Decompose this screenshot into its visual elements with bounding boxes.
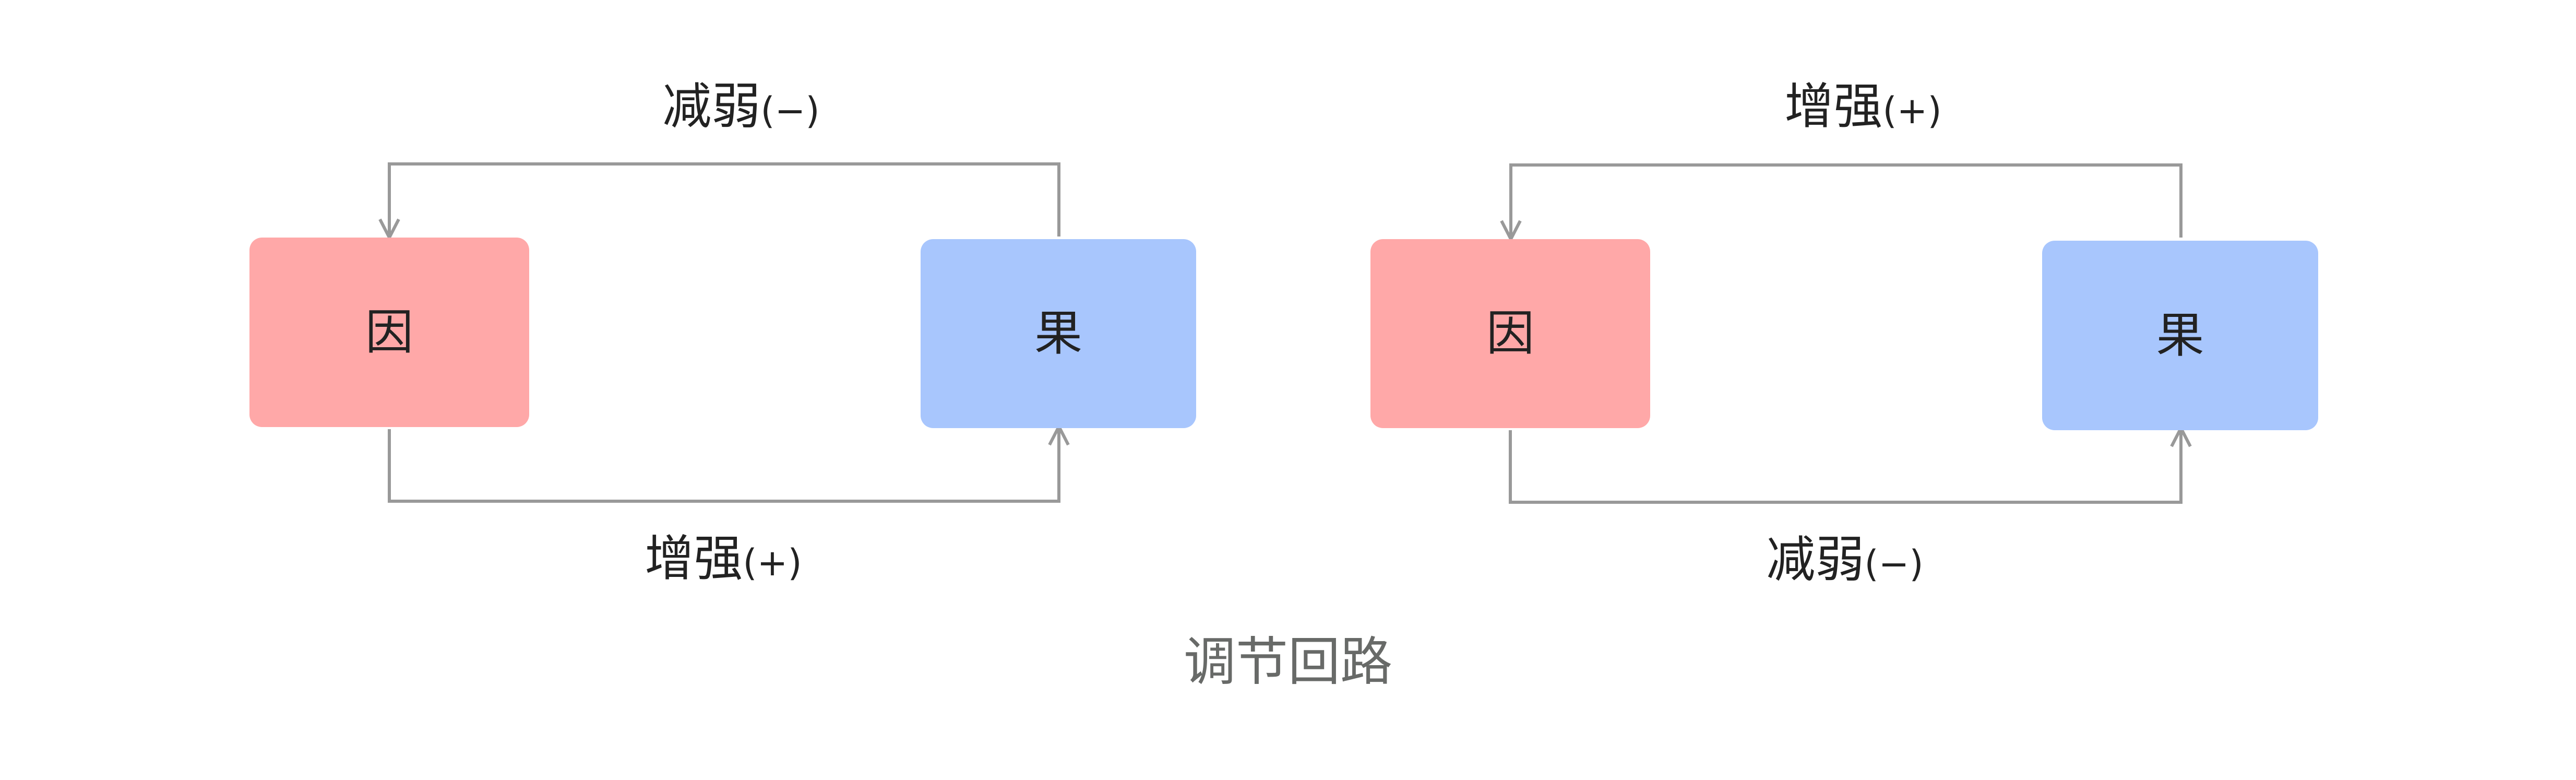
edge-label-d1-top-text: 减弱: [662, 78, 761, 135]
effect-node-2: 果: [2042, 241, 2318, 430]
cause-node-1: 因: [249, 238, 529, 427]
connector-d1-bottom: [388, 429, 1060, 503]
effect-node-1: 果: [921, 239, 1196, 428]
edge-label-d2-top-text: 增强: [1784, 78, 1883, 135]
connector-d2-bottom: [1509, 430, 2183, 504]
edge-label-d2-top-sign: (+): [1882, 89, 1942, 132]
edge-label-d2-bottom: 减弱(−): [1766, 536, 1923, 585]
connector-d1-top: [388, 162, 1060, 237]
effect-node-1-label: 果: [1034, 305, 1082, 361]
cause-node-1-label: 因: [365, 304, 413, 360]
edge-label-d2-bottom-sign: (−): [1864, 542, 1924, 585]
connector-d2-top: [1509, 163, 2183, 238]
edge-label-d1-bottom-sign: (+): [743, 541, 802, 584]
edge-label-d1-top: 减弱(−): [662, 82, 819, 132]
cause-node-2: 因: [1370, 239, 1650, 428]
edge-label-d2-top: 增强(+): [1784, 82, 1941, 132]
edge-label-d1-bottom: 增强(+): [645, 535, 802, 584]
effect-node-2-label: 果: [2156, 307, 2204, 363]
edge-label-d1-top-sign: (−): [760, 89, 820, 132]
cause-node-2-label: 因: [1486, 305, 1534, 361]
edge-label-d1-bottom-text: 增强: [645, 530, 743, 587]
edge-label-d2-bottom-text: 减弱: [1766, 531, 1865, 588]
figure-caption: 调节回路: [1184, 631, 1392, 692]
